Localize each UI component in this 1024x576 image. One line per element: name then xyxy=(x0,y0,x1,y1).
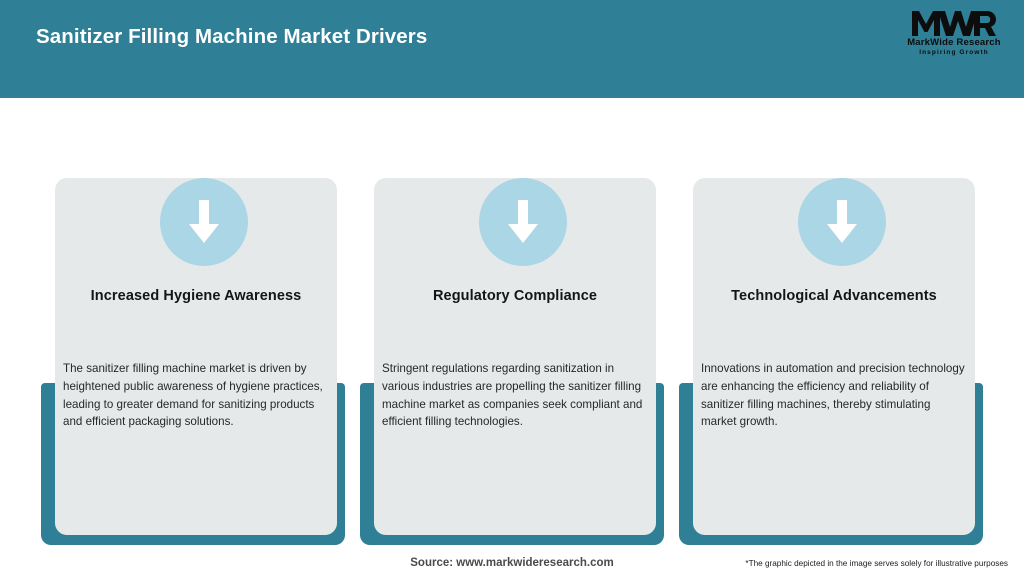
arrow-down-icon xyxy=(798,178,886,266)
arrow-down-icon xyxy=(160,178,248,266)
card-panel: Regulatory Compliance Stringent regulati… xyxy=(374,178,656,535)
logo-tagline: Inspiring Growth xyxy=(919,48,989,56)
driver-card-3: Technological Advancements Innovations i… xyxy=(679,143,987,545)
brand-logo: MarkWide Research Inspiring Growth xyxy=(900,10,1008,64)
driver-card-2: Regulatory Compliance Stringent regulati… xyxy=(360,143,668,545)
logo-company-name: MarkWide Research xyxy=(907,37,1001,48)
card-title: Increased Hygiene Awareness xyxy=(90,288,302,304)
card-panel: Increased Hygiene Awareness The sanitize… xyxy=(55,178,337,535)
arrow-down-icon xyxy=(479,178,567,266)
source-note: Source: www.markwideresearch.com xyxy=(410,557,614,569)
driver-card-1: Increased Hygiene Awareness The sanitize… xyxy=(41,143,349,545)
page-title: Sanitizer Filling Machine Market Drivers xyxy=(36,25,428,48)
header-bar: Sanitizer Filling Machine Market Drivers… xyxy=(0,0,1024,98)
mwr-logo-icon xyxy=(900,10,1008,37)
card-body-text: Stringent regulations regarding sanitiza… xyxy=(382,362,643,429)
disclaimer-note: *The graphic depicted in the image serve… xyxy=(745,559,1008,568)
card-title: Technological Advancements xyxy=(731,288,937,304)
card-body-text: Innovations in automation and precision … xyxy=(701,362,965,429)
card-title: Regulatory Compliance xyxy=(432,288,598,304)
card-panel: Technological Advancements Innovations i… xyxy=(693,178,975,535)
card-body-text: The sanitizer filling machine market is … xyxy=(63,362,323,429)
